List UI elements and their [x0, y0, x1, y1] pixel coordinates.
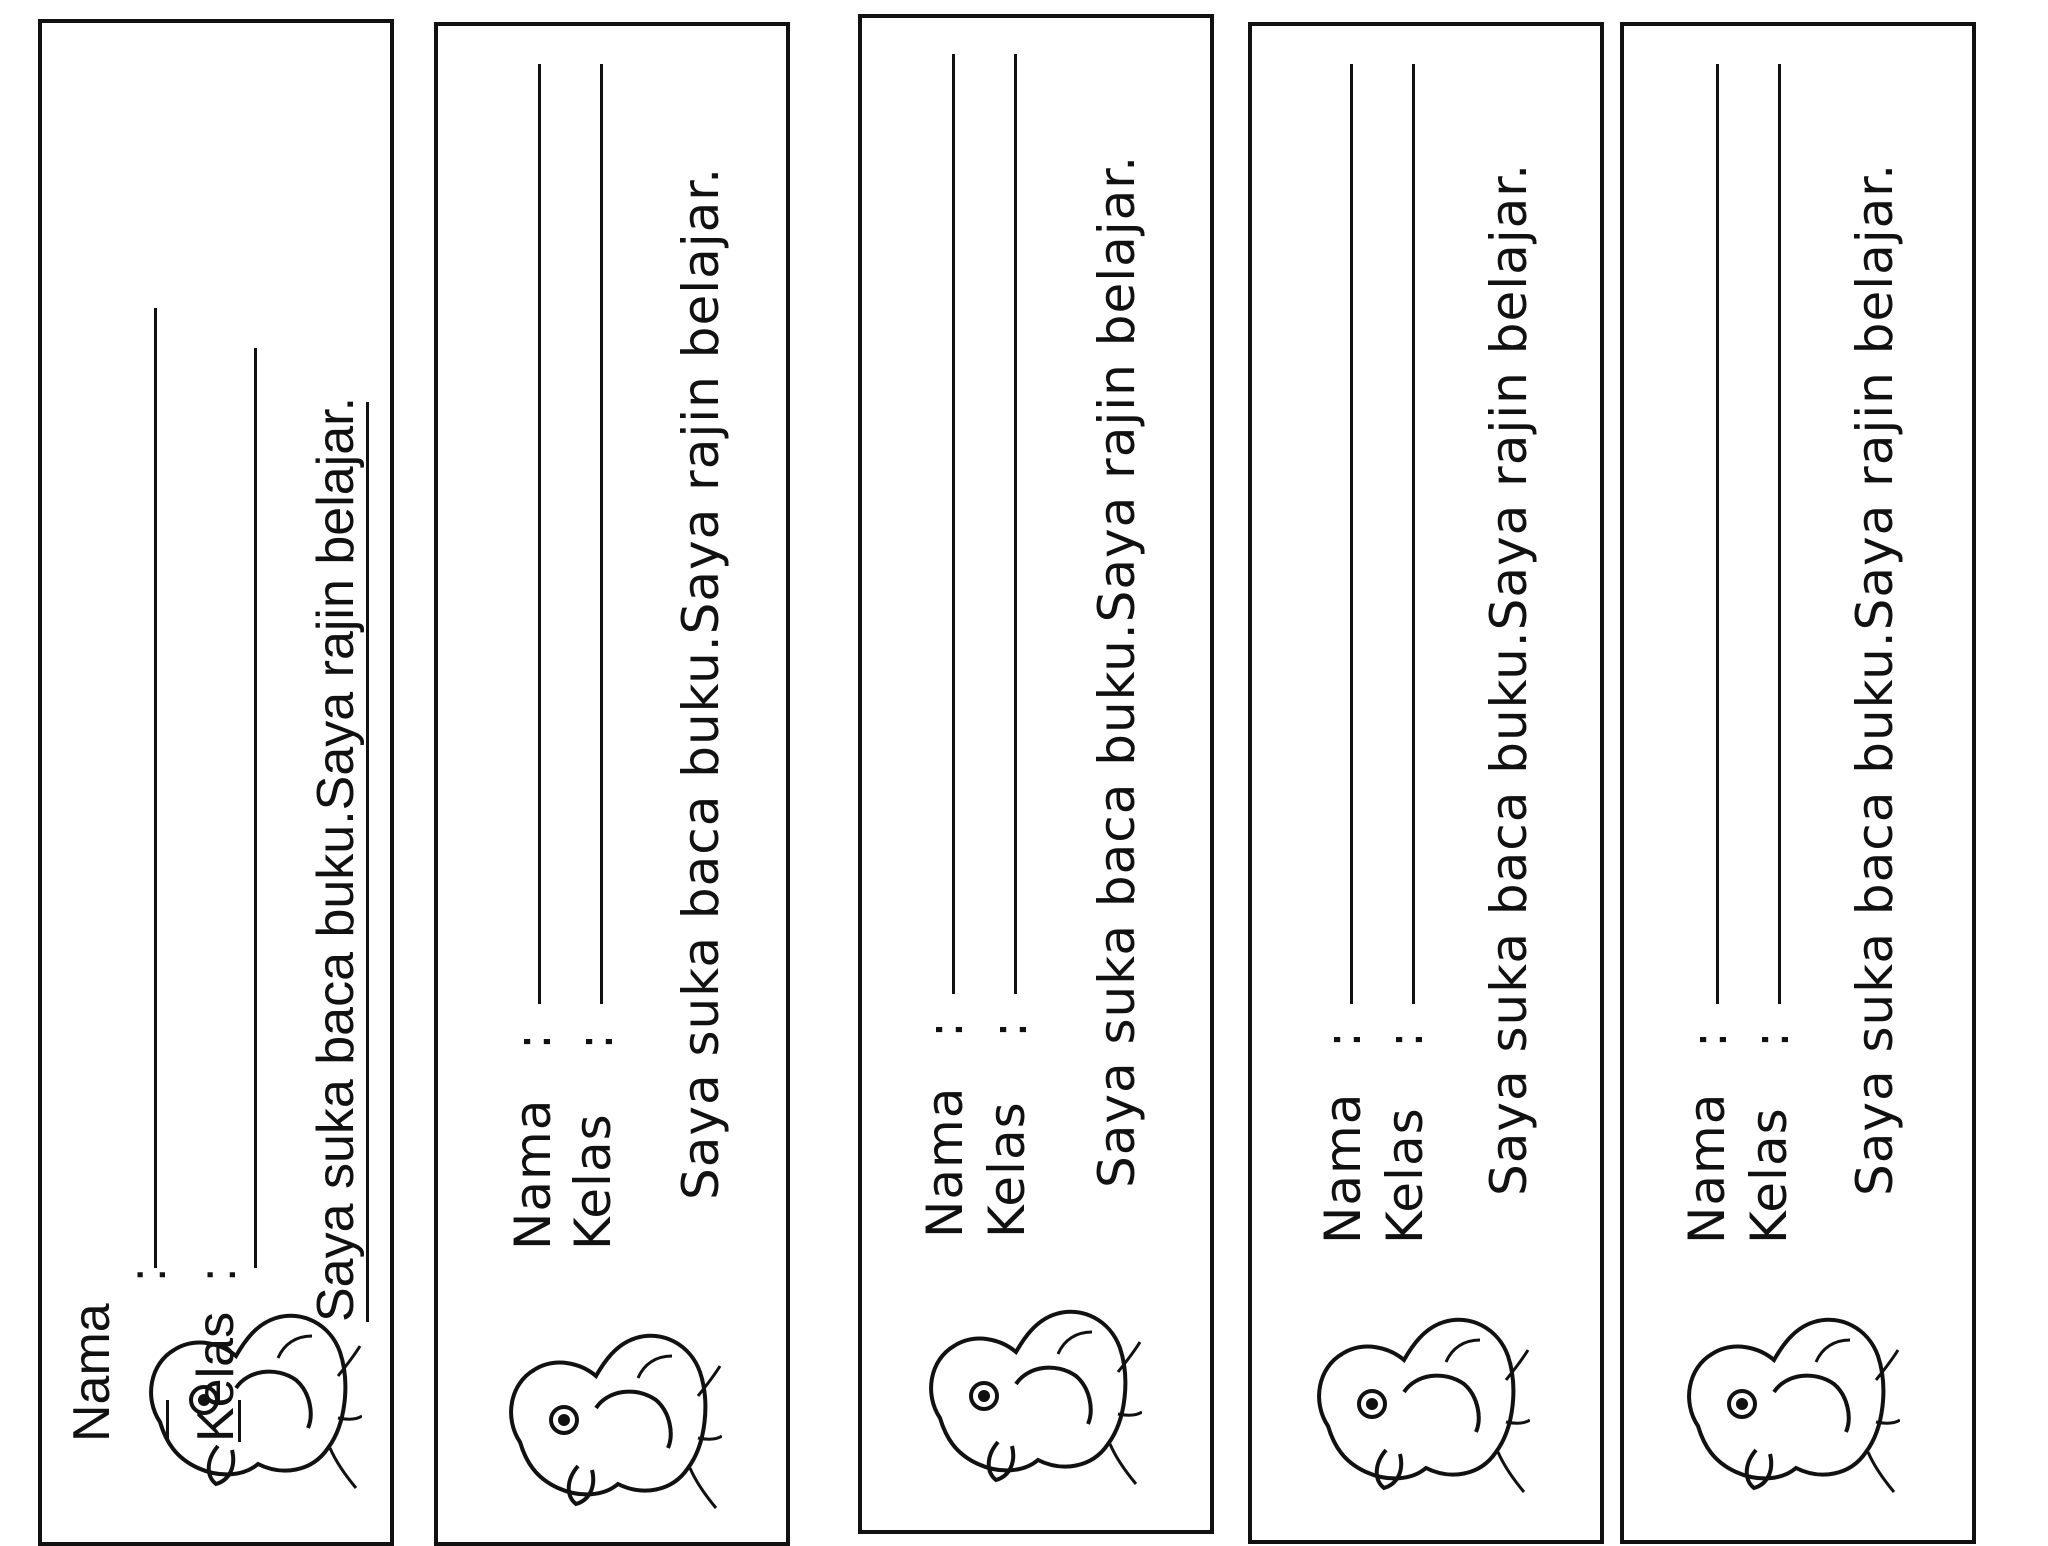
name-colon: : [1314, 1030, 1372, 1048]
bookmark-3: Nama : Kelas : Saya suka baca buku.Saya … [862, 18, 1200, 1530]
class-label: Kelas [1376, 1107, 1434, 1244]
class-label: Kelas [187, 1311, 245, 1442]
name-write-line [952, 54, 955, 994]
name-label: Nama [1678, 1092, 1736, 1244]
duckling-icon [1317, 1317, 1530, 1493]
class-colon: : [1742, 1030, 1800, 1048]
motto-text: Saya suka baca buku.Saya rajin belajar. [307, 396, 365, 1322]
bookmark-card-3: Nama : Kelas : Saya suka baca buku.Saya … [858, 14, 1214, 1534]
motto-underline [366, 402, 369, 1322]
name-label: Nama [1314, 1092, 1372, 1244]
bookmark-card-5: Nama : Kelas : Saya suka baca buku.Saya … [1620, 22, 1976, 1544]
class-write-line [254, 348, 257, 1268]
class-colon: : [980, 1020, 1038, 1038]
bookmark-2: Nama : Kelas : Saya suka baca buku.Saya … [438, 30, 776, 1542]
name-write-line [1716, 64, 1719, 1004]
name-colon: : [119, 1267, 177, 1282]
name-colon: : [916, 1020, 974, 1038]
class-label: Kelas [978, 1101, 1036, 1238]
bookmark-card-2: Nama : Kelas : Saya suka baca buku.Saya … [434, 22, 790, 1546]
class-label: Kelas [564, 1113, 622, 1250]
motto-text: Saya suka baca buku.Saya rajin belajar. [1846, 162, 1904, 1196]
duckling-icon [929, 1309, 1142, 1485]
motto-text: Saya suka baca buku.Saya rajin belajar. [1480, 162, 1538, 1196]
name-colon: : [504, 1032, 562, 1050]
bookmark-4: Nama : Kelas : Saya suka baca buku.Saya … [1252, 28, 1590, 1540]
bookmark-card-4: Nama : Kelas : Saya suka baca buku.Saya … [1248, 22, 1604, 1544]
bookmark-5: Nama : Kelas : Saya suka baca buku.Saya … [1624, 28, 1962, 1540]
name-colon: : [1680, 1030, 1738, 1048]
class-write-line [1014, 54, 1017, 994]
class-write-line [1412, 64, 1415, 1004]
name-label: Nama [504, 1098, 562, 1250]
class-colon: : [566, 1032, 624, 1050]
class-colon: : [189, 1267, 247, 1282]
duckling-icon [509, 1333, 722, 1509]
name-label: Nama [63, 1303, 121, 1442]
motto-text: Saya suka baca buku.Saya rajin belajar. [1088, 154, 1146, 1188]
bookmark-card-1: Nama : Kelas : Saya suka baca buku.Saya … [38, 19, 394, 1546]
name-write-line [154, 308, 157, 1268]
class-colon: : [1376, 1030, 1434, 1048]
class-write-line [1778, 64, 1781, 1004]
name-label-overline [166, 1400, 169, 1440]
duckling-icon [149, 1313, 362, 1489]
motto-text: Saya suka baca buku.Saya rajin belajar. [672, 166, 730, 1200]
name-write-line [538, 64, 541, 1004]
bookmark-1: Nama : Kelas : Saya suka baca buku.Saya … [42, 30, 380, 1542]
class-label: Kelas [1740, 1107, 1798, 1244]
name-label: Nama [916, 1086, 974, 1238]
duckling-icon [1687, 1317, 1900, 1493]
class-write-line [600, 64, 603, 1004]
name-write-line [1350, 64, 1353, 1004]
